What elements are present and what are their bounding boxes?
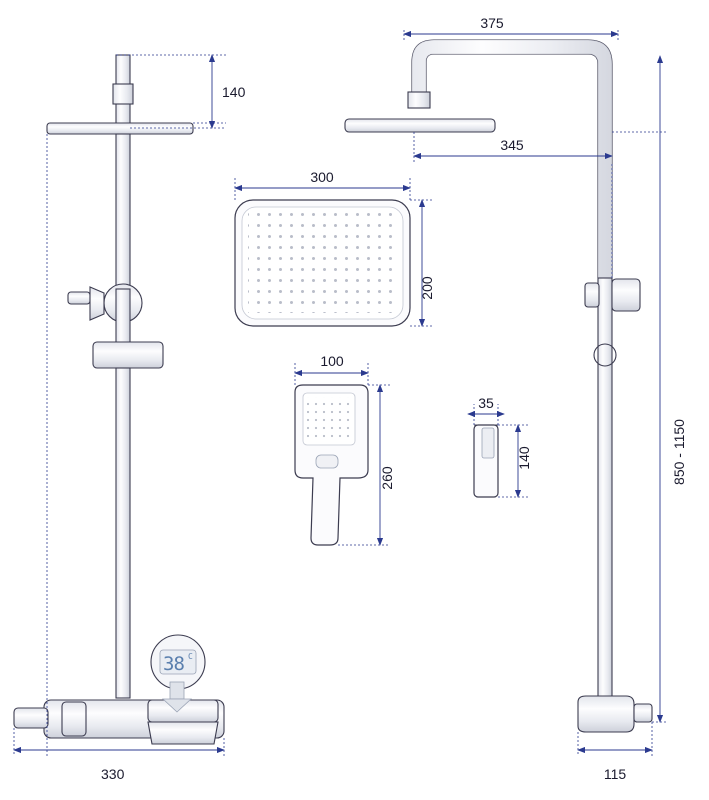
dim-label-base-width-left: 330 (101, 766, 125, 782)
left-dimensions (13, 54, 226, 756)
holder-dimensions (467, 404, 528, 498)
thermostat-display-unit: C (188, 652, 193, 661)
left-elevation-view: 38 C (13, 54, 225, 745)
dim-label-holder-width: 35 (478, 395, 494, 411)
handset-front-view (294, 384, 369, 546)
thermostat-display-value: 38 (163, 653, 184, 675)
dim-label-handset-height: 260 (379, 466, 395, 490)
right-elevation-view (344, 39, 653, 733)
dim-label-base-width-right: 115 (604, 766, 627, 782)
dim-label-handset-width: 100 (320, 353, 344, 369)
right-dimensions (403, 30, 666, 756)
dim-label-head-depth: 200 (419, 276, 435, 300)
handset-holder-view (473, 424, 499, 498)
dim-label-head-width: 300 (310, 169, 334, 185)
dim-label-overhead-arm-top: 375 (480, 15, 504, 31)
dim-label-column-height-range: 850 - 1150 (671, 419, 687, 485)
dim-label-riser-top-offset: 140 (222, 84, 246, 100)
dim-label-overhead-arm-center: 345 (500, 137, 524, 153)
shower-head-plan-view (234, 199, 411, 327)
dim-label-holder-height: 140 (516, 446, 532, 470)
handset-dimensions (294, 362, 390, 546)
shower-head-dimensions (234, 178, 432, 327)
